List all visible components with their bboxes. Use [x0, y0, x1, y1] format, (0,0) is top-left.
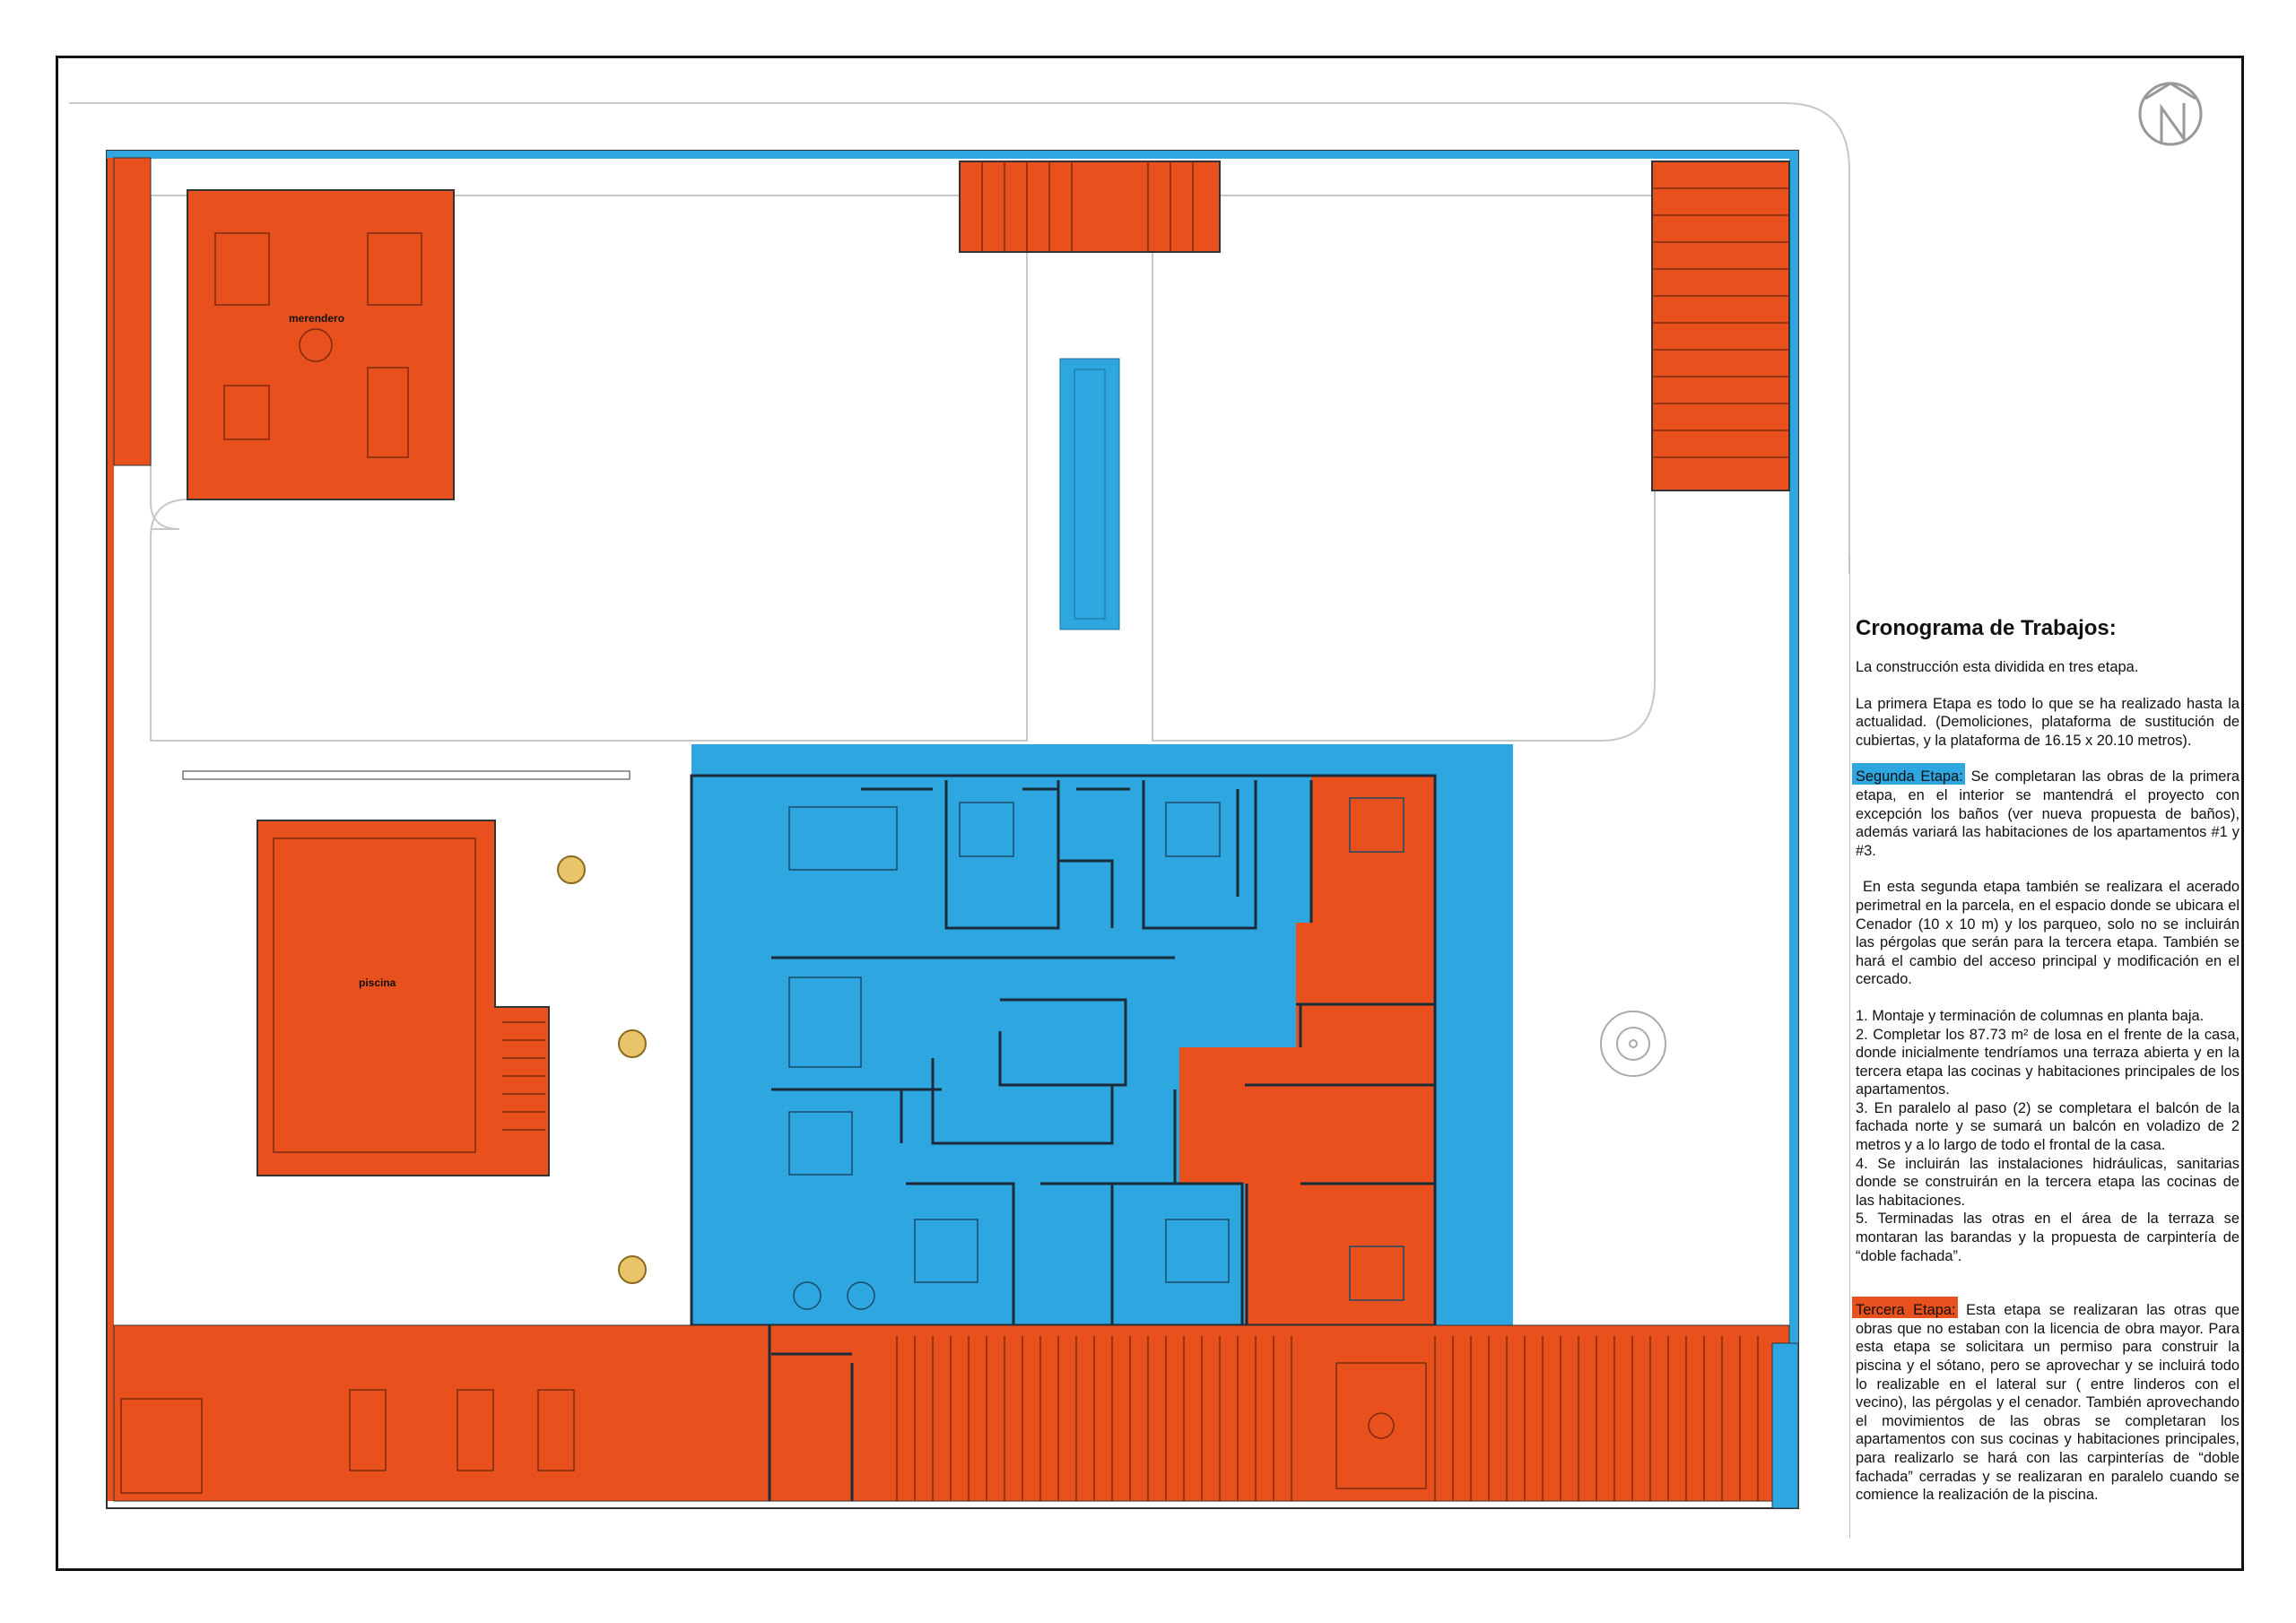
drawing-frame: [56, 56, 2244, 1571]
tree-icon: [618, 1029, 647, 1058]
water-feature-inner: [1074, 369, 1106, 620]
merendero-label: merendero: [289, 312, 344, 325]
stage2-southeast-strip: [1771, 1342, 1799, 1509]
south-strip-details: [120, 1336, 1759, 1501]
stage1-text: La primera Etapa es todo lo que se ha re…: [1856, 695, 2239, 749]
step-item: 4. Se incluirán las instalaciones hidráu…: [1856, 1155, 2239, 1209]
stage3-text: Esta etapa se realizaran las otras que o…: [1856, 1302, 2239, 1504]
stage3-label: Tercera Etapa:: [1852, 1297, 1958, 1319]
intro-text: La construcción esta dividida en tres et…: [1856, 659, 2139, 675]
fountain-icon: [1600, 1011, 1666, 1077]
step-item: 3. En paralelo al paso (2) se completara…: [1856, 1099, 2239, 1154]
stage2-label: Segunda Etapa:: [1852, 763, 1965, 785]
tree-icon: [618, 1255, 647, 1284]
south-walls: [768, 1325, 854, 1501]
step-item: 2. Completar los 87.73 m² de losa en el …: [1856, 1026, 2239, 1098]
pergola-slats: [214, 161, 1789, 1153]
schedule-panel: Cronograma de Trabajos: La construcción …: [1852, 615, 2239, 1523]
pool-area: [257, 820, 550, 1176]
tree-icon: [557, 855, 586, 884]
bench: [182, 770, 631, 780]
stage2-east-strip: [1789, 151, 1798, 1508]
stage2-water-feature: [1059, 358, 1120, 630]
stage3-apartment-rooms: [1179, 776, 1435, 1325]
panel-title: Cronograma de Trabajos:: [1856, 616, 2117, 640]
stage3-west-parking: [113, 157, 152, 466]
stage2-extra: En esta segunda etapa también se realiza…: [1856, 879, 2239, 988]
panel-divider: [1849, 556, 1850, 1538]
step-item: 1. Montaje y terminación de columnas en …: [1856, 1007, 2205, 1024]
stage3-east-pergola: [1651, 161, 1790, 491]
pool-label: piscina: [359, 976, 396, 989]
stage3-north-pergola: [959, 161, 1221, 253]
tree-pads: [557, 855, 647, 1284]
stage3-paragraph: Tercera Etapa: Esta etapa se realizaran …: [1852, 1297, 2239, 1505]
stage3-west-strip: [108, 158, 114, 1501]
merendero-area: [187, 189, 455, 500]
stage3-south-strip: [113, 1324, 1790, 1502]
stage2-text: Se completaran las obras de la primera e…: [1856, 768, 2239, 859]
stage2-north-strip: [107, 151, 1798, 159]
step-item: 5. Terminadas las otras en el área de la…: [1856, 1211, 2239, 1264]
north-arrow-icon: [2138, 82, 2203, 146]
stage2-paragraph: Segunda Etapa: Se completaran las obras …: [1852, 763, 2239, 860]
house-furniture: [788, 797, 1405, 1310]
